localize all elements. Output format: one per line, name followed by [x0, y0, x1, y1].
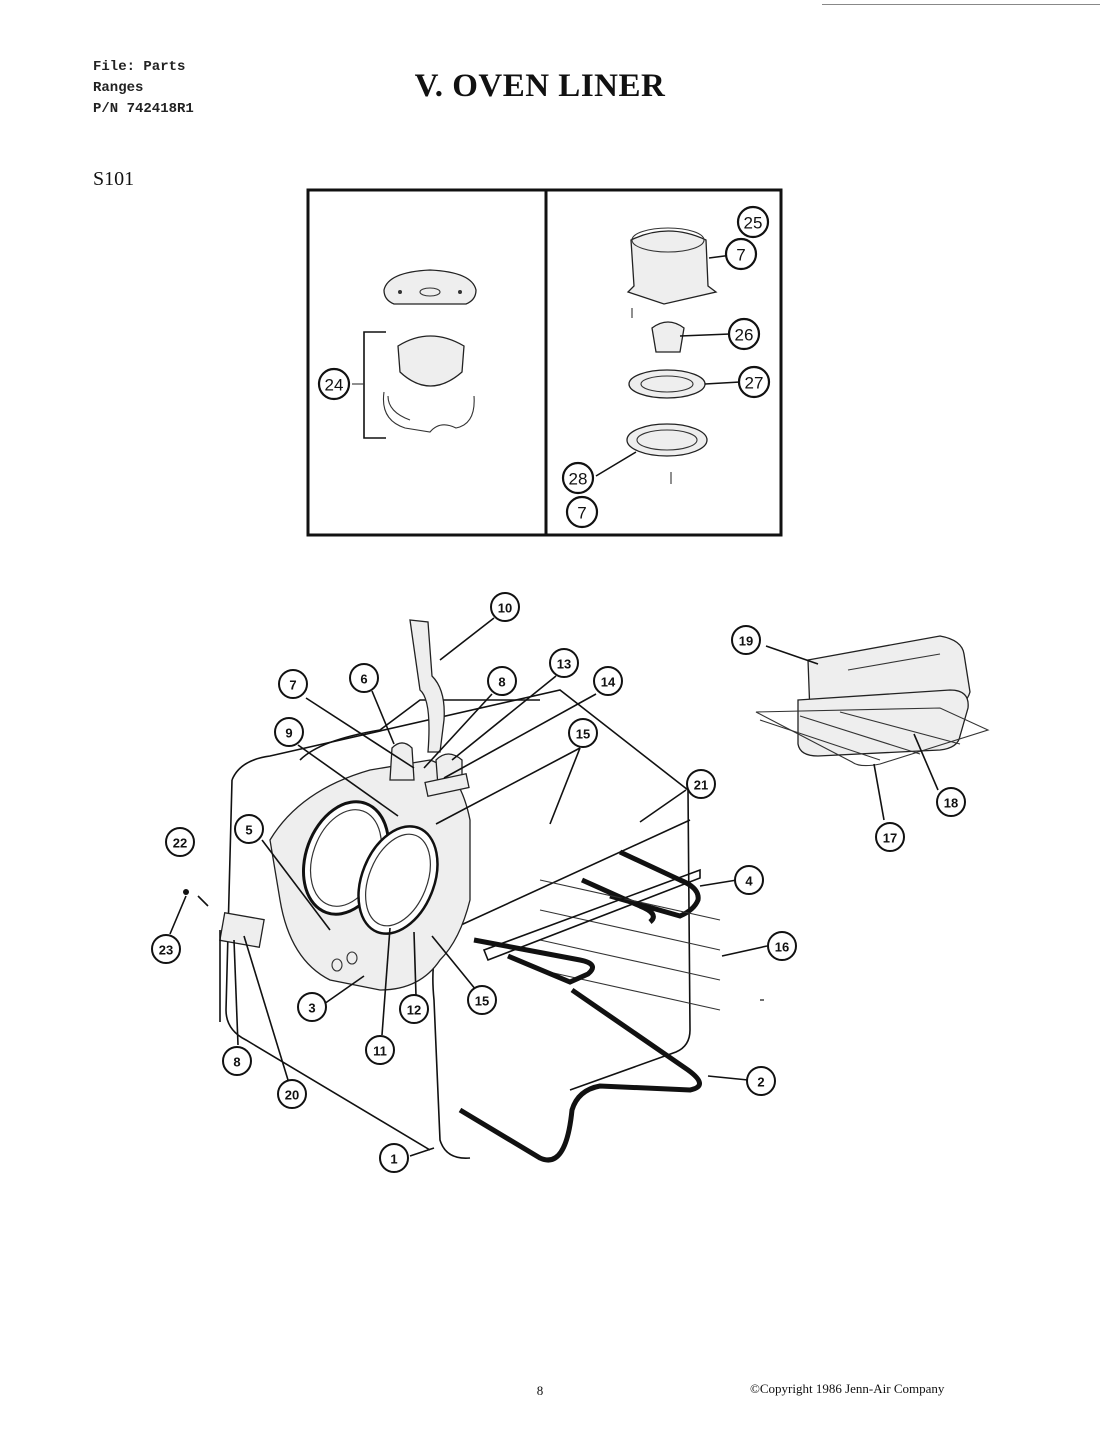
- broiler-pan-drawing: [755, 635, 990, 1001]
- callout-main-diagram-5: 5: [234, 814, 264, 844]
- callout-number: 22: [173, 836, 187, 851]
- callout-main-diagram-15: 15: [467, 985, 497, 1015]
- callout-number: 15: [475, 994, 489, 1009]
- callout-main-diagram-18: 18: [936, 787, 966, 817]
- callout-main-diagram-8: 8: [222, 1046, 252, 1076]
- callout-number: 7: [577, 504, 586, 523]
- leader-lines: [169, 617, 939, 1157]
- callout-main-diagram-8: 8: [487, 666, 517, 696]
- callout-number: 4: [745, 874, 753, 889]
- callout-number: 21: [694, 778, 708, 793]
- top-rule: [822, 4, 1100, 5]
- callout-main-diagram-20: 20: [277, 1079, 307, 1109]
- light-assembly-drawing: [595, 227, 741, 484]
- light-fixture-drawing: [352, 269, 477, 439]
- callout-inset-right-26: 26: [727, 317, 761, 351]
- file-header: File: Parts Ranges P/N 742418R1: [93, 57, 194, 120]
- callout-number: 15: [576, 727, 590, 742]
- callout-main-diagram-15: 15: [568, 718, 598, 748]
- callout-inset-right-7: 7: [724, 237, 758, 271]
- callout-number: 8: [498, 675, 505, 690]
- callout-main-diagram-11: 11: [365, 1035, 395, 1065]
- callout-main-diagram-22: 22: [165, 827, 195, 857]
- callout-number: 17: [883, 831, 897, 846]
- callout-number: 26: [735, 326, 754, 345]
- oven-body-drawing: [183, 619, 721, 1163]
- callout-main-diagram-2: 2: [746, 1066, 776, 1096]
- callout-number: 27: [745, 374, 764, 393]
- callout-main-diagram-4: 4: [734, 865, 764, 895]
- callout-number: 9: [285, 726, 292, 741]
- callout-number: 1: [390, 1152, 397, 1167]
- callout-number: 6: [360, 672, 367, 687]
- callout-number: 7: [736, 246, 745, 265]
- callout-number: 8: [233, 1055, 240, 1070]
- callout-main-diagram-14: 14: [593, 666, 623, 696]
- callout-number: 2: [757, 1075, 764, 1090]
- callout-number: 16: [775, 940, 789, 955]
- callout-number: 14: [601, 675, 616, 690]
- callout-number: 13: [557, 657, 571, 672]
- callout-main-diagram-10: 10: [490, 592, 520, 622]
- inset-panel: [306, 188, 783, 537]
- callout-main-diagram-17: 17: [875, 822, 905, 852]
- callout-main-diagram-9: 9: [274, 717, 304, 747]
- callout-inset-right-28: 28: [561, 461, 595, 495]
- callout-number: 28: [569, 470, 588, 489]
- callout-number: 23: [159, 943, 173, 958]
- callout-main-diagram-7: 7: [278, 669, 308, 699]
- callout-main-diagram-21: 21: [686, 769, 716, 799]
- callout-number: 20: [285, 1088, 299, 1103]
- callout-main-diagram-3: 3: [297, 992, 327, 1022]
- page-title: V. OVEN LINER: [414, 68, 666, 104]
- callout-number: 18: [944, 796, 958, 811]
- callout-inset-left-24: 24: [317, 367, 351, 401]
- file-line: File: Parts: [93, 59, 186, 75]
- callout-number: 11: [373, 1044, 387, 1059]
- callout-number: 19: [739, 634, 753, 649]
- callout-inset-right-25: 25: [736, 205, 770, 239]
- callout-inset-right-7: 7: [565, 495, 599, 529]
- callout-main-diagram-13: 13: [549, 648, 579, 678]
- part-number-line: P/N 742418R1: [93, 101, 194, 117]
- callout-main-diagram-12: 12: [399, 994, 429, 1024]
- callout-number: 5: [245, 823, 252, 838]
- page-number: 8: [536, 1383, 544, 1398]
- ranges-line: Ranges: [93, 80, 144, 96]
- callout-number: 10: [498, 601, 512, 616]
- callout-main-diagram-19: 19: [731, 625, 761, 655]
- callout-number: 25: [744, 214, 763, 233]
- callout-main-diagram-1: 1: [379, 1143, 409, 1173]
- copyright-notice: ©Copyright 1986 Jenn-Air Company: [750, 1381, 945, 1396]
- callout-number: 7: [289, 678, 296, 693]
- callout-number: 3: [308, 1001, 315, 1016]
- model-code: S101: [93, 168, 135, 190]
- callout-main-diagram-23: 23: [151, 934, 181, 964]
- callout-number: 12: [407, 1003, 421, 1018]
- callout-number: 24: [325, 376, 344, 395]
- callout-main-diagram-6: 6: [349, 663, 379, 693]
- callout-inset-right-27: 27: [737, 365, 771, 399]
- callout-main-diagram-16: 16: [767, 931, 797, 961]
